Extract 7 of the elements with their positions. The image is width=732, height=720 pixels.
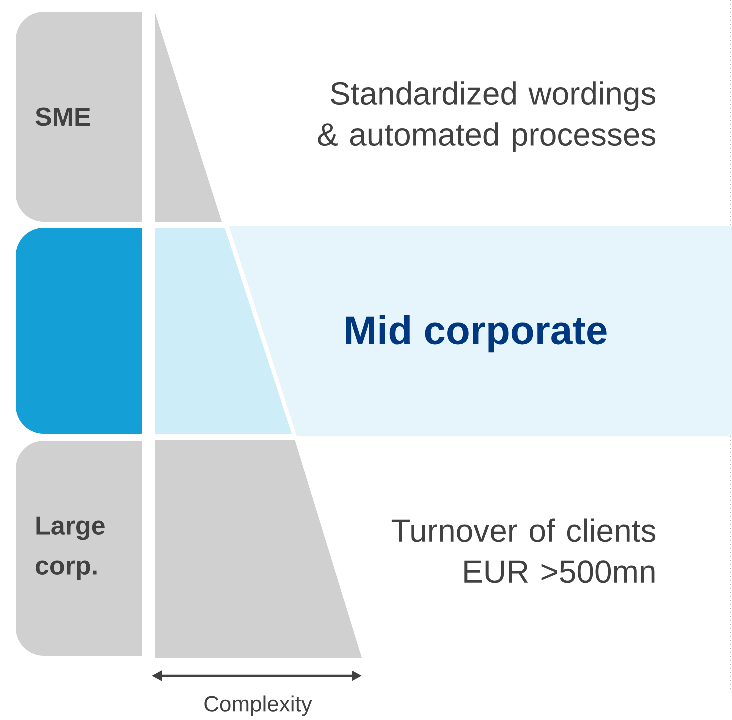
segment-box: [16, 228, 142, 434]
text-label: Complexity: [204, 696, 312, 716]
text-label: Standardized wordings & automated processes: [318, 82, 656, 152]
band: Mid corporate: [229, 226, 732, 436]
segment-box: Large corp.: [16, 440, 142, 656]
text-label: Turnover of clients EUR >500mn: [392, 518, 656, 584]
segment-box: SME: [16, 12, 142, 222]
